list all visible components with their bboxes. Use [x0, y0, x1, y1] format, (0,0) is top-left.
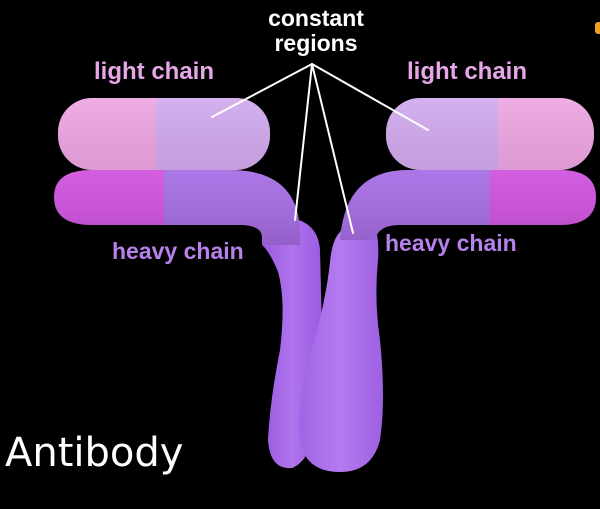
edge-marker	[595, 22, 600, 34]
light-chain-right	[386, 98, 594, 170]
constant-regions-label: constant regions	[246, 6, 386, 56]
pointer-line-light-right	[311, 63, 429, 131]
light-chain-label-left: light chain	[94, 58, 214, 85]
heavy-chain-label-left: heavy chain	[112, 238, 244, 264]
light-chain-label-right: light chain	[407, 58, 527, 85]
constant-regions-label-line1: constant	[268, 5, 364, 31]
diagram-title: Antibody	[5, 430, 184, 476]
pointer-line-light-left	[211, 63, 313, 118]
light-chain-left	[58, 98, 270, 170]
constant-regions-label-line2: regions	[274, 29, 358, 56]
heavy-chain-stem-right	[299, 218, 383, 472]
pointer-line-heavy-left	[294, 63, 313, 221]
pointer-line-heavy-right	[311, 63, 354, 234]
heavy-chain-label-right: heavy chain	[385, 230, 517, 256]
constant-region-pointers	[211, 63, 429, 234]
